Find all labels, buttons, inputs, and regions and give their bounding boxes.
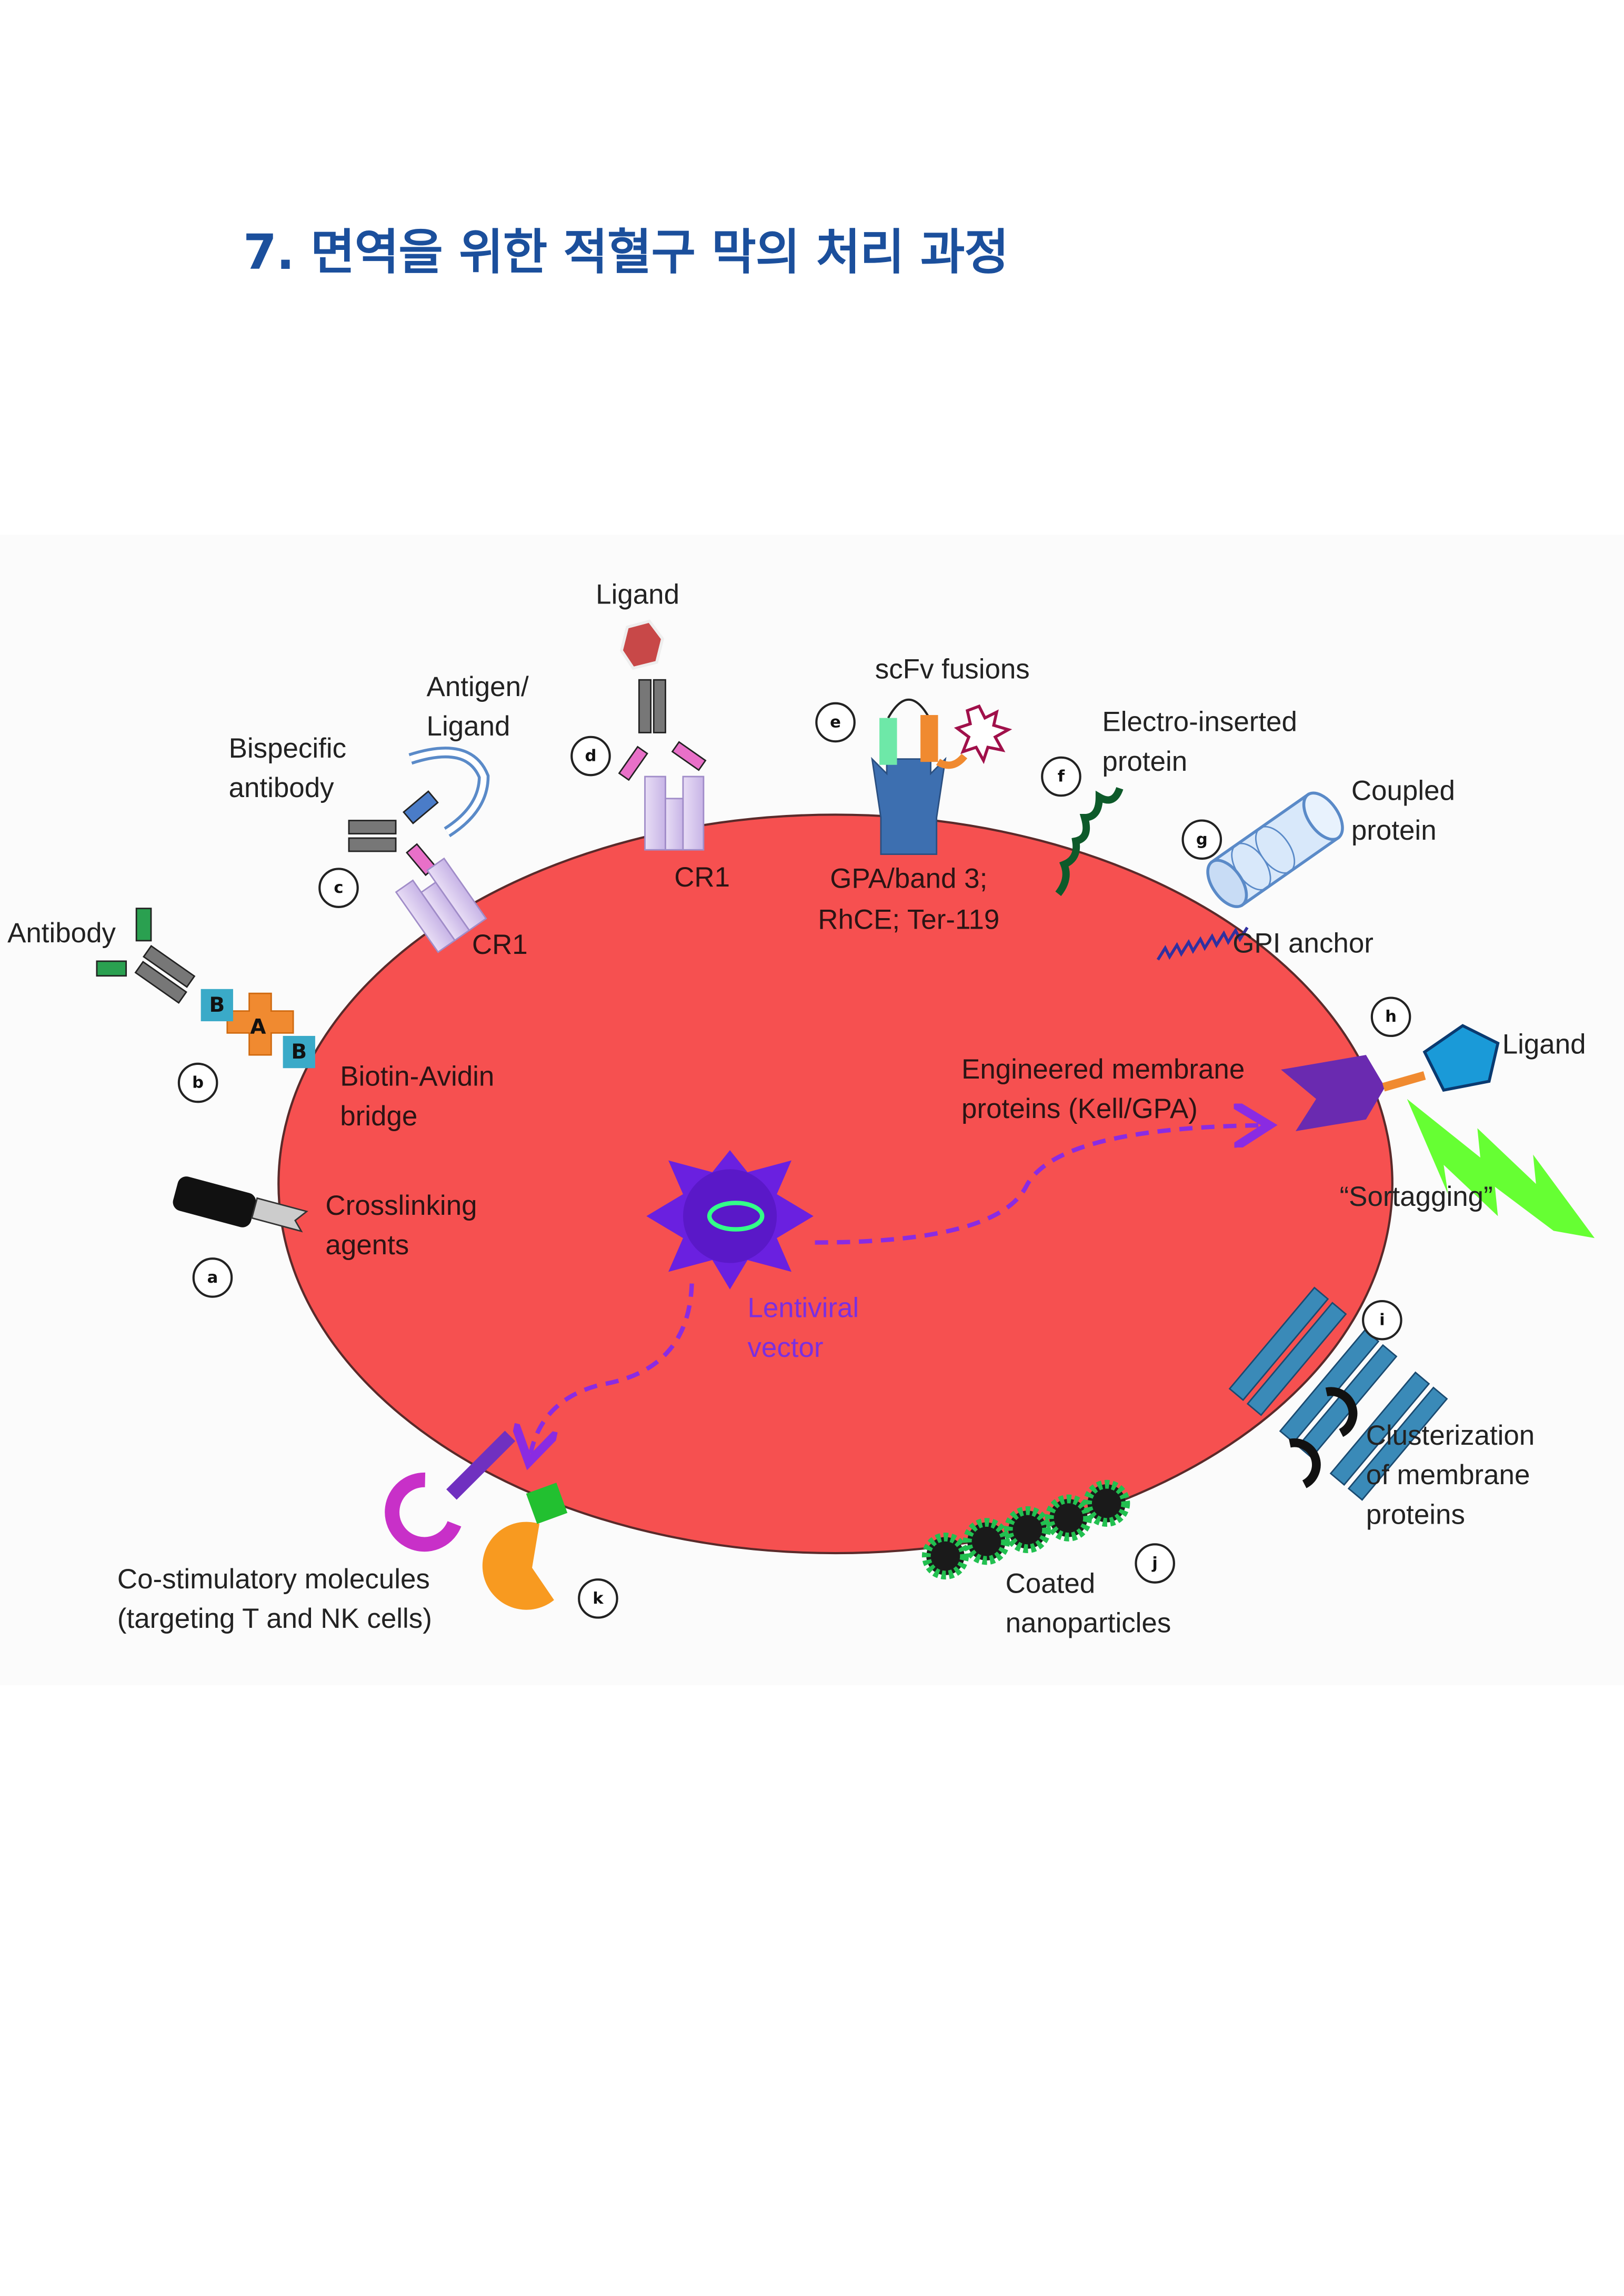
avidin-letter: A — [250, 1015, 266, 1039]
costimulatory-molecules-icon — [385, 1431, 568, 1610]
scfv-fusion-icon — [871, 698, 1013, 855]
bispecific-antibody-icon — [348, 747, 490, 953]
marker-c: c — [334, 879, 343, 897]
label-gpi-anchor: GPI anchor — [1232, 928, 1374, 959]
label-coupled-protein: Coupled — [1351, 776, 1455, 807]
label-ligand-top: Ligand — [596, 579, 679, 610]
marker-a: a — [207, 1268, 218, 1287]
page-title: 7. 면역을 위한 적혈구 막의 처리 과정 — [243, 224, 1009, 280]
clusterization-icon — [1228, 1286, 1448, 1501]
label-cr1-d: CR1 — [674, 862, 730, 893]
label-electro-inserted: protein — [1102, 746, 1187, 777]
marker-i: i — [1379, 1311, 1385, 1330]
label-clusterization: proteins — [1366, 1499, 1465, 1530]
label-lentiviral-vector: Lentiviral — [747, 1293, 859, 1324]
label-antibody: Antibody — [7, 918, 116, 949]
label-coupled-protein: protein — [1351, 815, 1437, 846]
cr1-antibody-ligand-icon — [618, 619, 707, 851]
label-crosslinking: agents — [325, 1230, 409, 1261]
marker-g: g — [1196, 830, 1208, 849]
electro-inserted-protein-icon — [1055, 787, 1124, 897]
biotin-letter: B — [291, 1040, 307, 1064]
label-clusterization: of membrane — [1366, 1459, 1530, 1491]
label-scfv-fusions: scFv fusions — [875, 653, 1030, 684]
label-gpa-band3: RhCE; Ter-119 — [818, 904, 999, 935]
coated-nanoparticles-icon — [921, 1479, 1130, 1580]
marker-e: e — [830, 713, 841, 731]
label-biotin-avidin: bridge — [340, 1101, 417, 1132]
label-lentiviral-vector: vector — [747, 1332, 823, 1363]
label-antigen-ligand: Ligand — [427, 711, 510, 742]
marker-j: j — [1151, 1554, 1158, 1573]
marker-h: h — [1385, 1008, 1397, 1026]
marker-b: b — [192, 1074, 204, 1092]
crosslinking-agent-icon — [173, 1176, 308, 1233]
label-engineered-proteins: proteins (Kell/GPA) — [961, 1093, 1198, 1124]
label-bispecific-antibody: Bispecific — [229, 733, 346, 764]
biotin-avidin-bridge-icon: B A B — [96, 908, 315, 1069]
label-costimulatory: (targeting T and NK cells) — [117, 1603, 432, 1634]
arrow-to-engineered-proteins — [815, 1125, 1261, 1245]
coupled-protein-icon — [1156, 791, 1344, 961]
arrow-to-costimulatory — [530, 1283, 694, 1454]
label-engineered-proteins: Engineered membrane — [961, 1054, 1245, 1085]
label-bispecific-antibody: antibody — [229, 772, 335, 803]
label-ligand-right: Ligand — [1502, 1029, 1586, 1060]
lentiviral-vector-icon — [646, 1150, 814, 1290]
label-biotin-avidin: Biotin-Avidin — [340, 1061, 494, 1092]
marker-f: f — [1058, 768, 1065, 786]
label-costimulatory: Co-stimulatory molecules — [117, 1564, 430, 1595]
label-coated-nanoparticles: nanoparticles — [1006, 1607, 1171, 1638]
label-gpa-band3: GPA/band 3; — [830, 863, 987, 894]
label-coated-nanoparticles: Coated — [1006, 1568, 1096, 1599]
label-sortagging: “Sortagging” — [1340, 1181, 1493, 1212]
label-antigen-ligand: Antigen/ — [427, 671, 529, 702]
label-crosslinking: Crosslinking — [325, 1190, 477, 1221]
red-blood-cell — [277, 813, 1394, 1555]
label-cr1-c: CR1 — [472, 929, 528, 960]
sortagging-icon — [1281, 1024, 1595, 1238]
label-electro-inserted: Electro-inserted — [1102, 707, 1297, 738]
marker-d: d — [585, 747, 597, 766]
marker-k: k — [593, 1589, 604, 1608]
label-clusterization: Clusterization — [1366, 1420, 1535, 1451]
biotin-letter: B — [209, 993, 225, 1017]
